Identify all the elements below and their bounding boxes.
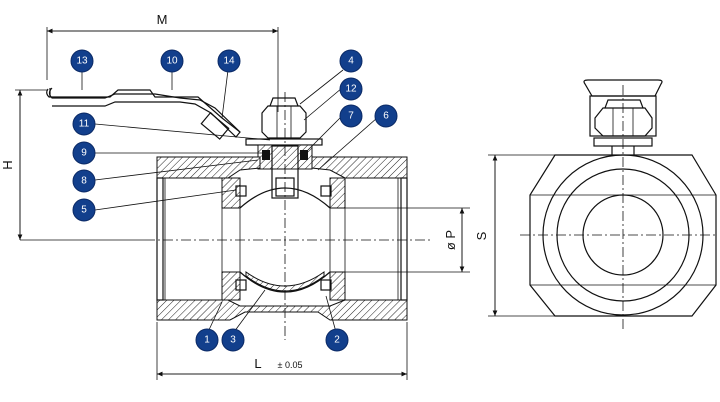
- callout-3: 3: [221, 328, 245, 352]
- svg-text:13: 13: [76, 56, 88, 67]
- callout-6: 6: [374, 104, 398, 128]
- dim-m-label: M: [157, 12, 168, 27]
- svg-text:11: 11: [79, 119, 90, 130]
- callout-9: 9: [72, 141, 96, 165]
- dim-l-label: L: [254, 356, 261, 371]
- dim-h-label: H: [0, 160, 15, 169]
- dimension-h: H: [0, 89, 48, 240]
- svg-text:9: 9: [81, 148, 87, 159]
- svg-text:6: 6: [383, 111, 389, 122]
- dim-s-label: S: [474, 231, 489, 240]
- side-view: [520, 79, 718, 330]
- svg-text:12: 12: [345, 84, 357, 95]
- callout-12: 12: [339, 77, 363, 101]
- svg-text:10: 10: [166, 56, 178, 67]
- dim-p-label: ø P: [443, 230, 458, 250]
- callout-7: 7: [339, 104, 363, 128]
- leader-lines: [81, 69, 378, 333]
- valve-body: [156, 156, 408, 321]
- callout-10: 10: [160, 49, 184, 73]
- handle: [46, 87, 241, 140]
- svg-text:3: 3: [230, 335, 236, 346]
- callout-11: 11: [72, 112, 96, 136]
- svg-text:5: 5: [81, 205, 87, 216]
- dimension-p: ø P: [345, 207, 470, 273]
- svg-text:14: 14: [223, 56, 235, 67]
- stem-nut: [245, 97, 323, 199]
- callout-14: 14: [217, 49, 241, 73]
- callout-8: 8: [72, 169, 96, 193]
- svg-text:2: 2: [334, 335, 340, 346]
- callout-1: 1: [195, 328, 219, 352]
- svg-text:7: 7: [348, 111, 354, 122]
- callout-4: 4: [339, 49, 363, 73]
- dimension-l: L ± 0.05: [156, 322, 408, 380]
- callout-5: 5: [72, 198, 96, 222]
- dim-l-tolerance: ± 0.05: [278, 360, 303, 370]
- svg-text:8: 8: [81, 176, 87, 187]
- svg-text:1: 1: [204, 335, 210, 346]
- svg-text:4: 4: [348, 56, 354, 67]
- callout-2: 2: [325, 328, 349, 352]
- dimension-s: S: [474, 154, 555, 317]
- callout-13: 13: [70, 49, 94, 73]
